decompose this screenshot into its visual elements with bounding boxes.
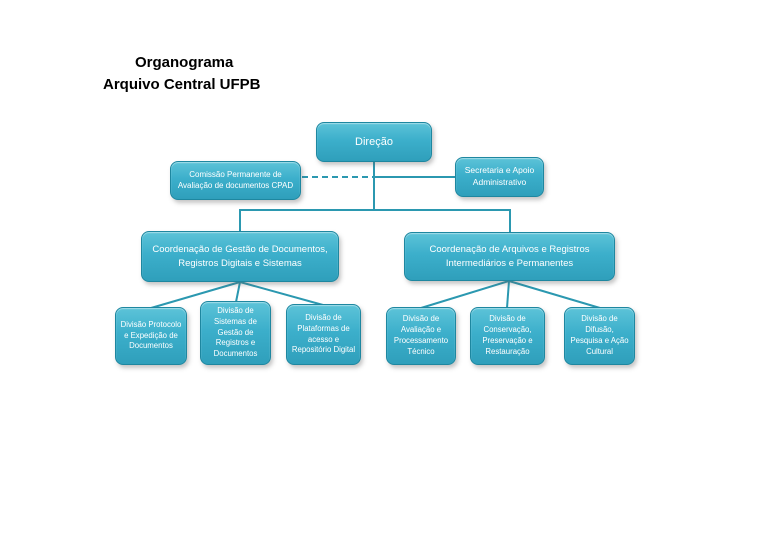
connector-coordright-div1 (420, 280, 510, 309)
node-divisao-avaliacao-processamento-label: Divisão de Avaliação e Processamento Téc… (393, 314, 449, 356)
node-divisao-difusao-pesquisa-label: Divisão de Difusão, Pesquisa e Ação Cult… (570, 314, 629, 356)
node-divisao-protocolo-expedicao: Divisão Protocolo e Expedição de Documen… (115, 307, 187, 365)
page-title-line2: Arquivo Central UFPB (103, 76, 261, 93)
node-divisao-conservacao-preservacao: Divisão de Conservação, Preservação e Re… (470, 307, 545, 365)
connector-coordright-div2 (506, 280, 510, 309)
node-divisao-sistemas-gestao-label: Divisão de Sistemas de Gestão de Registr… (213, 305, 258, 359)
node-divisao-sistemas-gestao: Divisão de Sistemas de Gestão de Registr… (200, 301, 271, 365)
connector-coordleft-div2 (235, 281, 241, 303)
node-direcao-label: Direção (355, 136, 393, 148)
connector-coordleft-div3 (239, 281, 324, 306)
node-coordenacao-gestao-documentos-label: Coordenação de Gestão de Documentos, Reg… (152, 244, 328, 269)
node-coordenacao-arquivos-registros: Coordenação de Arquivos e Registros Inte… (404, 232, 615, 281)
node-divisao-plataformas-repositorio: Divisão de Plataformas de acesso e Repos… (286, 304, 361, 365)
connector-coordleft-div1 (150, 281, 241, 309)
node-cpad-label: Comissão Permanente de Avaliação de docu… (177, 169, 294, 190)
node-coordenacao-arquivos-registros-label: Coordenação de Arquivos e Registros Inte… (429, 244, 590, 269)
node-divisao-difusao-pesquisa: Divisão de Difusão, Pesquisa e Ação Cult… (564, 307, 635, 365)
node-secretaria-label: Secretaria e Apoio Administrativo (464, 165, 535, 187)
node-divisao-avaliacao-processamento: Divisão de Avaliação e Processamento Téc… (386, 307, 456, 365)
node-divisao-conservacao-preservacao-label: Divisão de Conservação, Preservação e Re… (482, 314, 533, 356)
node-direcao: Direção (316, 122, 432, 162)
node-divisao-protocolo-expedicao-label: Divisão Protocolo e Expedição de Documen… (120, 319, 182, 351)
node-cpad: Comissão Permanente de Avaliação de docu… (170, 161, 301, 200)
node-secretaria: Secretaria e Apoio Administrativo (455, 157, 544, 197)
connector-coordright-div3 (508, 280, 601, 309)
node-coordenacao-gestao-documentos: Coordenação de Gestão de Documentos, Reg… (141, 231, 339, 282)
page-title-line1: Organograma (135, 54, 234, 71)
node-divisao-plataformas-repositorio-label: Divisão de Plataformas de acesso e Repos… (291, 312, 356, 355)
